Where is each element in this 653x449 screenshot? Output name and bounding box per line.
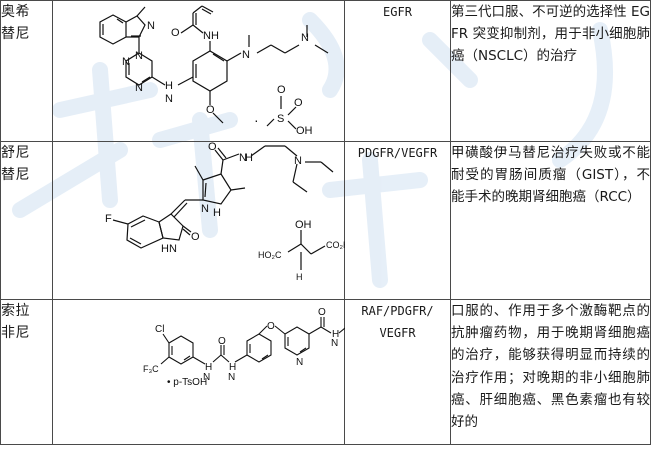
atom-label: H [165, 80, 173, 92]
atom-label: O [294, 97, 303, 109]
atom-label: O [267, 321, 275, 332]
atom-label: N [147, 20, 155, 32]
atom-label: O [206, 104, 215, 116]
target-cell: PDGFR/VEGFR [344, 141, 451, 300]
target-label: RAF/PDGFR/ [361, 304, 434, 318]
drug-name-cell: 奥希 替尼 [0, 0, 53, 142]
osimertinib-structure: N N N N H N NH O O N N O S O OH · [99, 5, 329, 137]
drug-name-line: 索拉 [1, 303, 30, 319]
atom-label: N [239, 152, 247, 164]
atom-label: H [213, 207, 221, 219]
drug-name-line: 非尼 [1, 325, 30, 341]
atom-label: S [277, 113, 284, 125]
target-cell: RAF/PDGFR/ VEGFR [344, 299, 451, 445]
atom-label: OH [296, 125, 313, 137]
atom-label: H [332, 329, 339, 340]
atom-label: H [229, 362, 236, 373]
atom-label: F₃C [143, 364, 159, 374]
structure-cell: Cl F₃C H N O H N O N O H N • p-TsOH [52, 299, 345, 445]
atom-label: H [205, 362, 212, 373]
atom-label: N [203, 372, 210, 383]
target-label: VEGFR [379, 326, 416, 340]
atom-label: O [191, 231, 200, 243]
description-cell: 甲磺酸伊马替尼治疗失败或不能耐受的胃肠间质瘤（GIST），不能手术的晚期肾细胞癌… [450, 141, 651, 300]
description-text: 甲磺酸伊马替尼治疗失败或不能耐受的胃肠间质瘤（GIST），不能手术的晚期肾细胞癌… [451, 145, 650, 206]
drug-name-line: 替尼 [1, 26, 30, 42]
table-row: 舒尼 替尼 [0, 141, 651, 300]
target-cell: EGFR [344, 0, 451, 142]
atom-label: O [171, 27, 180, 39]
atom-label: N [296, 357, 303, 368]
atom-label: Cl [155, 324, 164, 335]
atom-label: N [301, 32, 309, 44]
atom-label: NH [203, 30, 219, 42]
atom-label: N [135, 82, 143, 94]
atom-label: OH [295, 219, 312, 231]
atom-label: HN [161, 243, 177, 255]
atom-label: O [318, 307, 326, 318]
drug-name-line: 舒尼 [1, 145, 30, 161]
description-text: 口服的、作用于多个激酶靶点的抗肿瘤药物，用于晚期肾细胞癌的治疗，能够获得明显而持… [451, 303, 650, 431]
atom-label: O [208, 142, 217, 153]
atom-label: F [105, 213, 112, 225]
description-cell: 第三代口服、不可逆的选择性 EGFR 突变抑制剂，用于非小细胞肺癌（NSCLC）… [450, 0, 651, 142]
drug-name-line: 奥希 [1, 4, 30, 20]
drug-name-cell: 索拉 非尼 [0, 299, 53, 445]
sorafenib-structure: Cl F₃C H N O H N O N O H N • p-TsOH [143, 307, 345, 388]
atom-label: N [165, 93, 173, 105]
atom-label: N [242, 49, 250, 61]
salt-dot: · [254, 112, 259, 128]
atom-label: HO₂C [258, 250, 282, 260]
description-cell: 口服的、作用于多个激酶靶点的抗肿瘤药物，用于晚期肾细胞癌的治疗，能够获得明显而持… [450, 299, 651, 445]
salt-label: • p-TsOH [167, 377, 207, 388]
description-text: 第三代口服、不可逆的选择性 EGFR 突变抑制剂，用于非小细胞肺癌（NSCLC）… [451, 4, 650, 65]
drug-name-line: 替尼 [1, 167, 30, 183]
atom-label: N [331, 338, 338, 349]
atom-label: H [296, 272, 303, 282]
atom-label: O [277, 84, 286, 96]
atom-label: N [294, 155, 302, 167]
structure-cell: N N N N H N NH O O N N O S O OH · [52, 0, 345, 142]
target-label: EGFR [383, 5, 412, 19]
atom-label: N [228, 372, 235, 383]
atom-label: N [135, 50, 143, 62]
table-row: 奥希 替尼 [0, 0, 651, 142]
atom-label: O [218, 336, 226, 347]
drug-name-cell: 舒尼 替尼 [0, 141, 53, 300]
atom-label: N [122, 56, 130, 68]
atom-label: H [245, 152, 253, 164]
target-label: PDGFR/VEGFR [357, 146, 438, 160]
table-row: 索拉 非尼 [0, 299, 651, 445]
atom-label: N [201, 203, 209, 215]
